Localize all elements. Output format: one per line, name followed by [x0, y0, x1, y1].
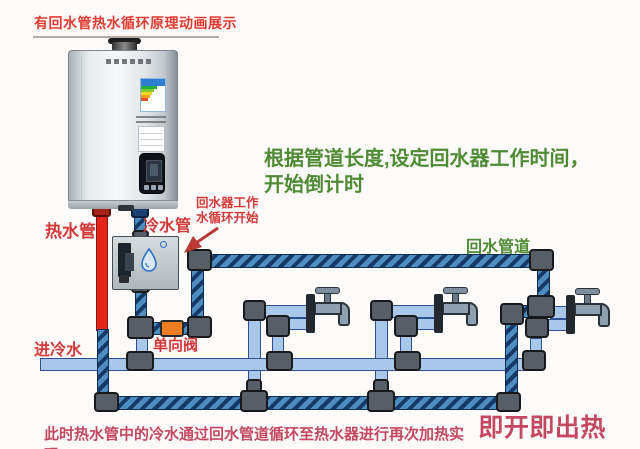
faucet-1	[306, 287, 360, 333]
station2-lower-elbow	[394, 315, 418, 337]
cold-pipe-label: 冷水管	[143, 218, 192, 235]
water-heater	[66, 36, 180, 214]
heater-flue-rim	[108, 38, 141, 44]
return-pipe-right-elbow	[529, 249, 554, 271]
energy-bar	[141, 95, 150, 98]
faucet-flange	[566, 295, 575, 334]
station2-top-elbow	[370, 300, 393, 321]
check-valve-label: 单向阀	[153, 337, 199, 354]
water-drop-icon	[141, 248, 157, 272]
hot-water-pipe-circulating	[97, 329, 109, 398]
bottom-right-elbow	[496, 392, 521, 412]
title-underline	[33, 36, 219, 38]
heater-bottom-strip	[68, 200, 178, 209]
circulation-device	[112, 236, 179, 290]
heater-bottom-nub	[118, 205, 134, 211]
device-status-label: 回水器工作 水循环开始	[196, 196, 259, 225]
caption-highlight: 即开即出热水!	[478, 414, 606, 442]
faucet-body	[314, 302, 342, 315]
station2-bottom-tee	[367, 390, 395, 412]
heater-spec-table	[138, 126, 165, 152]
heater-display-panel	[139, 153, 165, 194]
faucet-flange	[434, 294, 443, 333]
heater-button	[144, 185, 149, 190]
return-pipe-label: 回水管道	[466, 239, 531, 256]
heater-spec-text	[136, 116, 166, 123]
instruction-text: 根据管道长度,设定回水器工作时间， 开始倒计时	[264, 148, 590, 196]
right-down-pipe	[505, 322, 518, 396]
device-logo-icon	[160, 241, 167, 248]
hot-pipe-label: 热水管	[45, 222, 96, 241]
cold-main-end-elbow	[522, 350, 546, 371]
right-mid-elbow	[500, 303, 524, 325]
energy-bar	[141, 98, 148, 101]
heater-screen	[146, 160, 162, 182]
energy-bar	[141, 89, 154, 92]
heater-button	[158, 185, 163, 190]
energy-label-header	[141, 79, 165, 86]
page-title: 有回水管热水循环原理动画展示	[34, 15, 237, 31]
heater-flue-pipe	[112, 42, 137, 52]
faucet-flange	[306, 294, 315, 333]
heater-button	[151, 185, 156, 190]
return-pipe-left-elbow	[187, 249, 212, 271]
energy-bar	[141, 86, 157, 89]
right-tee-joint	[527, 295, 555, 318]
check-valve	[160, 320, 184, 337]
station1-main-tee	[266, 351, 293, 371]
station1-top-elbow	[243, 300, 266, 321]
faucet-body	[442, 302, 470, 315]
bottom-left-elbow	[94, 392, 119, 412]
return-riser-bottom-elbow	[187, 316, 212, 338]
device-display	[118, 243, 134, 277]
station2-main-tee	[394, 351, 421, 371]
faucet-3	[566, 288, 620, 334]
heater-brand-mark	[106, 59, 152, 64]
device-tee-joint	[127, 316, 154, 339]
station3-lower-elbow	[525, 317, 549, 338]
energy-label	[140, 78, 166, 112]
bottom-caption: 此时热水管中的冷水通过回水管道循环至热水器进行再次加热实现即开即出热水!	[44, 408, 640, 449]
hot-water-pipe	[96, 210, 108, 331]
faucet-body	[574, 303, 602, 316]
heater-panel-seam	[81, 56, 82, 202]
cold-inlet-label: 进冷水	[34, 342, 83, 359]
caption-text: 此时热水管中的冷水通过回水管道循环至热水器进行再次加热实现	[44, 426, 465, 449]
station1-bottom-tee	[240, 390, 268, 412]
cold-main-tee-device	[126, 351, 154, 371]
faucet-2	[434, 287, 488, 333]
device-button	[119, 275, 129, 283]
station1-lower-elbow	[266, 315, 290, 337]
energy-bar	[141, 92, 152, 95]
